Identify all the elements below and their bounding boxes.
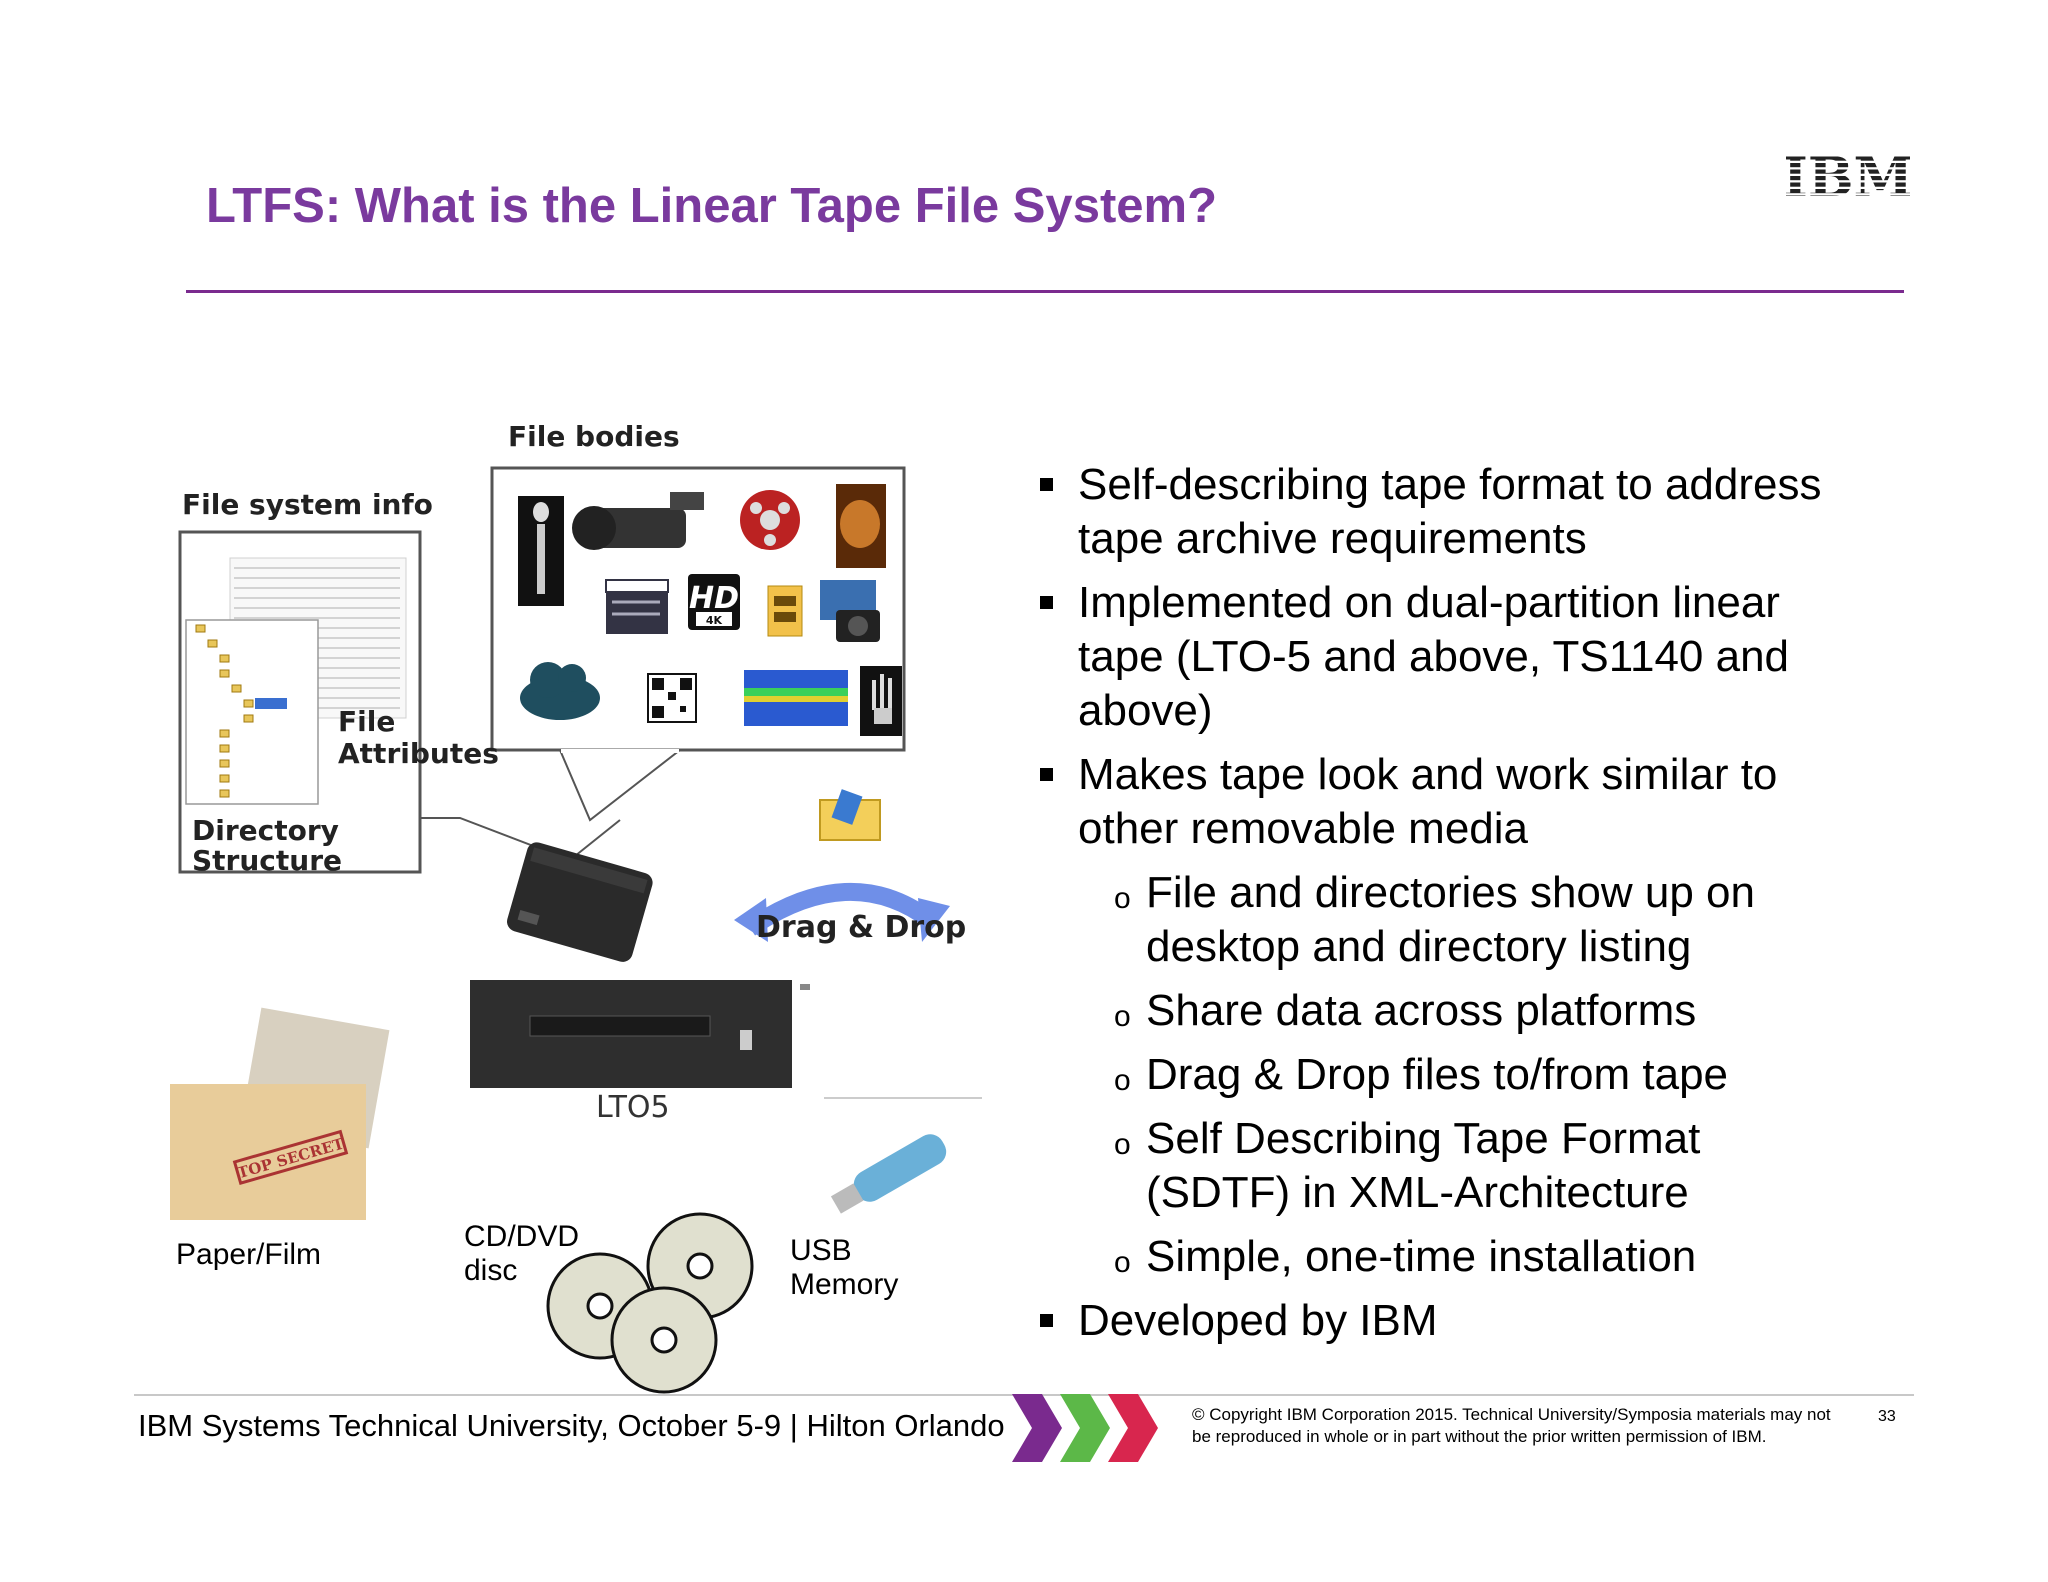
sub-bullet-item: o Self Describing Tape Format (SDTF) in XM… — [1040, 1112, 1920, 1220]
bullet-text-line: Share data across platforms — [1146, 986, 1697, 1035]
folder-icons — [195, 624, 254, 798]
copyright-notice: © Copyright IBM Corporation 2015. Techni… — [1192, 1405, 1831, 1446]
directory-structure-label: Directory Structure — [192, 814, 343, 877]
circle-bullet-icon: o — [1114, 1246, 1131, 1279]
square-bullet-icon — [1040, 768, 1053, 781]
bullet-item: Makes tape look and work similar to other… — [1040, 748, 1920, 856]
bullet-text-line: Implemented on dual-partition linear — [1078, 578, 1780, 627]
clapperboard-thumb — [605, 579, 669, 634]
ltfs-diagram: HD 4K — [160, 420, 1000, 1400]
paper-film-label: Paper/Film — [176, 1238, 322, 1271]
footer-event-text: IBM Systems Technical University, Octobe… — [138, 1408, 1005, 1443]
cd-dvd-label: CD/DVD disc — [464, 1220, 580, 1287]
sub-bullet-item: o Share data across platforms — [1040, 984, 1920, 1038]
bullet-text-line: (SDTF) in XML-Architecture — [1146, 1168, 1689, 1217]
bullet-text-line: other removable media — [1078, 804, 1529, 853]
square-bullet-icon — [1040, 478, 1053, 491]
bullet-text-line: Makes tape look and work similar to — [1078, 750, 1778, 799]
ultrasound-thumb — [836, 484, 886, 568]
qr-code-thumb — [647, 673, 697, 723]
drag-drop-label: Drag & Drop — [756, 910, 967, 945]
sub-bullet-item: o Drag & Drop files to/from tape — [1040, 1048, 1920, 1102]
title-divider — [186, 290, 1904, 293]
bullet-text-line: Self Describing Tape Format — [1146, 1114, 1701, 1163]
lto5-label: LTO5 — [596, 1090, 670, 1125]
circle-bullet-icon: o — [1114, 1128, 1131, 1161]
zip-archive-thumb — [767, 585, 803, 637]
circle-bullet-icon: o — [1114, 882, 1131, 915]
square-bullet-icon — [1040, 1314, 1053, 1327]
svg-text:4K: 4K — [706, 614, 723, 627]
paper-film-thumb: TOP SECRET — [170, 1007, 390, 1220]
xray-skeleton-thumb — [518, 496, 564, 606]
circle-bullet-icon: o — [1114, 1000, 1131, 1033]
diagram-drawing: HD 4K — [170, 466, 982, 1394]
file-attributes-label: File Attributes — [338, 705, 499, 770]
lto5-tape-drive — [470, 980, 810, 1088]
bullet-text-line: desktop and directory listing — [1146, 922, 1692, 971]
bullet-item: Developed by IBM — [1040, 1294, 1920, 1348]
xray-hand-thumb — [860, 666, 902, 736]
bullet-text-line: tape (LTO-5 and above, TS1140 and — [1078, 632, 1790, 681]
bullet-list: Self-describing tape format to address ta… — [1040, 458, 1920, 1358]
ibm-logo: IBM — [1786, 150, 1910, 202]
drag-drop-arrows — [734, 882, 950, 942]
svg-text:IBM: IBM — [1786, 150, 1910, 202]
chevron-arrows-logo — [1012, 1394, 1158, 1462]
bullet-text-line: tape archive requirements — [1078, 514, 1587, 563]
file-system-info-label: File system info — [182, 488, 433, 521]
bullet-text-line: Drag & Drop files to/from tape — [1146, 1050, 1729, 1099]
square-bullet-icon — [1040, 596, 1053, 609]
cd-dvd-discs — [546, 1212, 754, 1394]
tape-cartridge — [507, 842, 653, 962]
spectrogram-thumb — [744, 670, 848, 726]
circle-bullet-icon: o — [1114, 1064, 1131, 1097]
bullet-text-line: File and directories show up on — [1146, 868, 1755, 917]
cloud-icon — [520, 662, 600, 720]
page-number: 33 — [1878, 1408, 1896, 1425]
bullet-text-line: Simple, one-time installation — [1146, 1232, 1697, 1281]
file-bodies-label: File bodies — [508, 420, 680, 453]
slide-title: LTFS: What is the Linear Tape File Syste… — [206, 179, 1218, 233]
bullet-item: Implemented on dual-partition linear tape… — [1040, 576, 1920, 738]
bullet-item: Self-describing tape format to address ta… — [1040, 458, 1920, 566]
bullet-text-line: Developed by IBM — [1078, 1296, 1438, 1345]
usb-memory-thumb — [830, 1134, 947, 1214]
sub-bullet-item: o File and directories show up on desktop … — [1040, 866, 1920, 974]
folder-icon — [819, 789, 881, 841]
usb-memory-label: USB Memory — [790, 1234, 899, 1301]
directory-tree-box — [185, 619, 319, 805]
photo-camera-thumb — [820, 580, 880, 642]
sub-bullet-item: o Simple, one-time installation — [1040, 1230, 1920, 1284]
film-reel-thumb — [740, 490, 800, 550]
bullet-text-line: above) — [1078, 686, 1213, 735]
hd-4k-badge: HD 4K — [688, 574, 740, 630]
bullet-text-line: Self-describing tape format to address — [1078, 460, 1822, 509]
video-camera-thumb — [572, 492, 704, 550]
svg-text:HD: HD — [689, 581, 739, 616]
